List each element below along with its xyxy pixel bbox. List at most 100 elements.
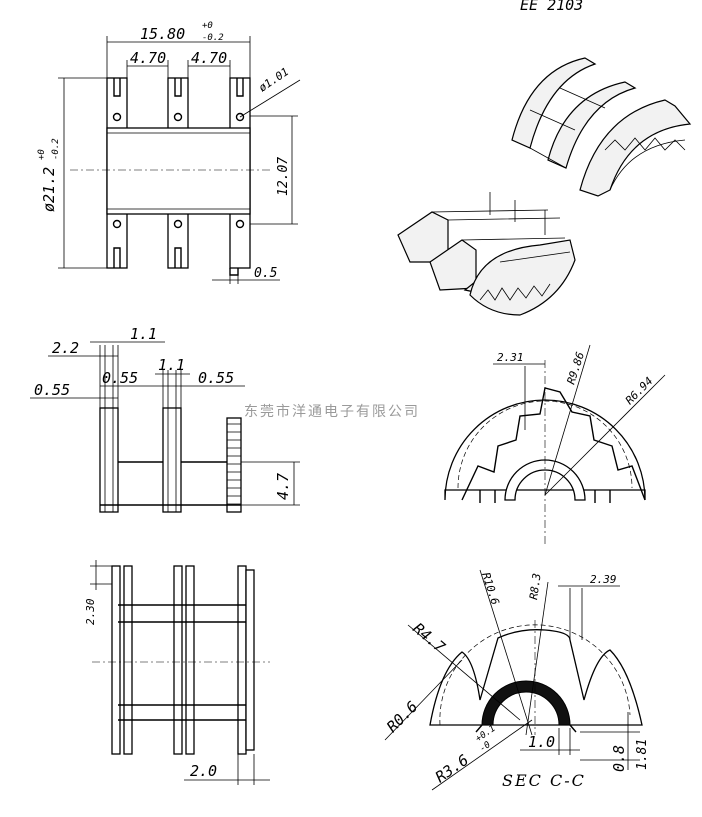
section-body xyxy=(429,629,643,726)
sec-dim-1-0: 1.0 xyxy=(528,733,555,751)
section-title: SEC C-C xyxy=(502,771,586,790)
bot-dim-2-30: 2.30 xyxy=(84,598,97,625)
top-slots xyxy=(113,78,244,97)
section-hidden-arc xyxy=(439,624,631,726)
core-inner-lines xyxy=(107,132,250,210)
side-flange-left xyxy=(99,407,119,513)
side-dim-4-7-line xyxy=(241,461,300,506)
dim-step-line xyxy=(212,270,280,284)
side-dim-lines-mid xyxy=(100,370,245,408)
pin-hole xyxy=(173,112,183,122)
side-view: 2.2 1.1 0.55 0.55 1.1 0.55 4.7 xyxy=(30,325,300,513)
sec-dim-1-81: 1.81 xyxy=(635,739,650,770)
bot-dim-2-0-line xyxy=(184,754,270,785)
side-dim-0-55b: 0.55 xyxy=(102,369,138,387)
pin-hole xyxy=(112,112,122,122)
iso-lower-gear xyxy=(469,239,576,316)
dim-width-line xyxy=(106,36,251,78)
section-hatch-ring xyxy=(481,680,571,726)
side-dim-ext-left xyxy=(99,345,119,408)
part-number-partial: EE 2103 xyxy=(520,0,583,14)
dim-step-value: 0.5 xyxy=(254,266,278,281)
dim-bore-line xyxy=(250,115,298,225)
sec-dim-2-39: 2.39 xyxy=(590,573,617,586)
side-dim-lines-left xyxy=(30,341,165,399)
sec-dim-4-7: R4.7 xyxy=(409,619,448,656)
dim-width-tol-lower: -0.2 xyxy=(202,33,224,43)
dim-slot-2: 4.70 xyxy=(191,49,227,67)
bot-flange-3 xyxy=(173,565,183,755)
iso-lower-pins xyxy=(489,192,546,235)
iso-upper-inner-arc xyxy=(609,139,686,191)
bot-flange-1 xyxy=(111,565,121,755)
dim-hole-leader xyxy=(239,79,301,118)
sec-dim-10-6: R10.6 xyxy=(479,571,502,607)
bottom-view: 2.30 2.0 xyxy=(84,560,270,785)
side-dim-0-55c: 0.55 xyxy=(198,369,234,387)
side-dim-2-2: 2.2 xyxy=(52,339,79,357)
side-dim-4-7: 4.7 xyxy=(274,473,292,500)
bot-dim-2-30-line xyxy=(90,560,112,590)
gear-dim-6-94-line xyxy=(544,374,666,496)
sec-dim-1-0-line xyxy=(520,728,580,755)
pin-hole xyxy=(235,219,245,229)
sec-dim-3-6: R3.6 xyxy=(432,751,472,786)
iso-lower-flange-2 xyxy=(429,239,477,291)
gear-outer xyxy=(444,399,646,501)
iso-upper-teeth xyxy=(604,137,686,151)
side-flange-middle xyxy=(162,407,182,513)
sec-dim-0-8: 0.8 xyxy=(610,745,628,772)
gear-dim-6-94: R6.94 xyxy=(623,375,656,408)
side-flange-right xyxy=(226,417,242,513)
gear-view: 2.31 R9.86 R6.94 xyxy=(444,344,666,545)
core-body xyxy=(106,127,251,215)
pin-hole xyxy=(235,112,245,122)
dim-height-value: ø21.2 xyxy=(40,167,58,212)
isometric-view xyxy=(397,57,692,316)
section-view: R10.6 R8.3 2.39 R4.7 R0.6 R3.6 +0.1 -0 1… xyxy=(383,569,650,791)
gear-dim-9-86-line xyxy=(544,344,591,496)
side-flange-inner xyxy=(104,408,177,512)
sec-dim-8-3-line xyxy=(525,581,549,736)
sec-dim-8-3: R8.3 xyxy=(527,572,544,600)
watermark: 东莞市洋通电子有限公司 xyxy=(244,403,420,420)
iso-upper-flange-2 xyxy=(547,81,637,169)
pin-hole xyxy=(173,219,183,229)
sec-dim-right-lines xyxy=(580,712,640,770)
bot-dim-2-0: 2.0 xyxy=(190,762,217,780)
side-dim-1-1a: 1.1 xyxy=(130,325,157,343)
gear-hidden-arc xyxy=(457,400,633,489)
iso-upper-flange-3 xyxy=(579,99,692,197)
sec-dim-2-39-line xyxy=(558,585,620,640)
bottom-slots xyxy=(113,247,182,268)
iso-upper-flange-1 xyxy=(511,57,597,149)
side-teeth xyxy=(227,423,241,505)
gear-dim-9-86: R9.86 xyxy=(564,350,587,386)
gear-pins xyxy=(479,490,611,503)
bot-flange-6 xyxy=(245,569,255,751)
side-dim-1-1b: 1.1 xyxy=(158,356,185,374)
sec-dim-10-6-line xyxy=(479,569,533,736)
bot-flange-4 xyxy=(185,565,195,755)
dim-height-line xyxy=(58,77,107,269)
dim-bore-value: 12.07 xyxy=(276,157,291,196)
dim-slot-lines xyxy=(126,60,231,78)
dim-slot-1: 4.70 xyxy=(130,49,166,67)
sec-dim-0-6-line xyxy=(384,659,463,741)
iso-upper-core xyxy=(529,87,606,169)
gear-inner-ring xyxy=(504,459,586,501)
pin-hole xyxy=(112,219,122,229)
dim-height-tol-upper: +0 xyxy=(37,149,47,160)
gear-teeth xyxy=(461,387,646,501)
side-core-lines xyxy=(100,461,241,506)
side-dim-0-55a: 0.55 xyxy=(34,381,70,399)
dim-width-value: 15.80 xyxy=(140,25,185,43)
bottom-step xyxy=(229,268,239,276)
sec-dim-4-7-line xyxy=(407,624,521,721)
iso-lower-teeth xyxy=(479,283,551,301)
gear-dim-2-31-line xyxy=(493,363,545,430)
gear-dim-2-31: 2.31 xyxy=(497,351,524,364)
dim-width-tol-upper: +0 xyxy=(202,21,213,31)
bot-flange-5 xyxy=(237,565,247,755)
